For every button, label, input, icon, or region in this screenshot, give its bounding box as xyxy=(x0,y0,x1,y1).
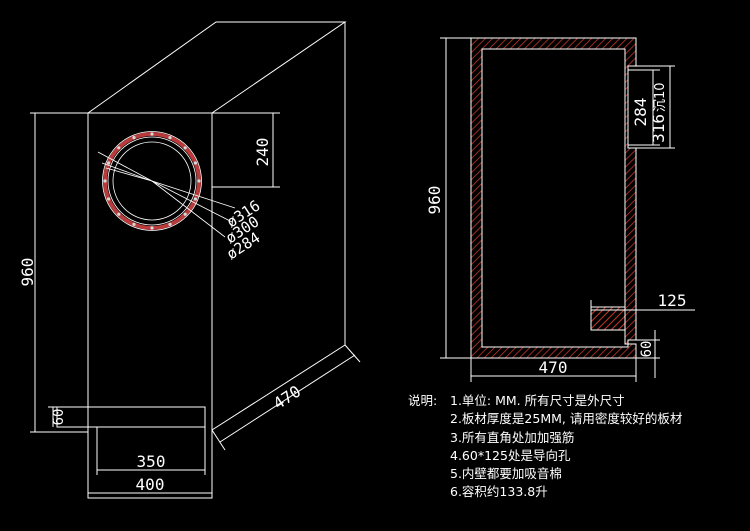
note-item: 3.所有直角处加加强筋 xyxy=(450,429,575,445)
bolt-hole xyxy=(193,197,197,201)
bolt-hole xyxy=(117,146,121,150)
recess-inner-label: 284 xyxy=(631,98,650,127)
port-slot xyxy=(56,406,206,428)
port-shelf xyxy=(590,306,626,331)
dim-470-label: 470 xyxy=(270,382,305,414)
bolt-hole xyxy=(132,136,136,140)
bolt-hole xyxy=(193,161,197,165)
note-item: 6.容积约133.8升 xyxy=(450,484,548,500)
bolt-hole xyxy=(168,222,172,226)
notes-row: 2.板材厚度是25MM, 请用密度较好的板材 xyxy=(408,410,682,428)
cabinet-3d-view xyxy=(30,21,361,499)
dim-350-label: 350 xyxy=(137,452,166,471)
note-item: 4.60*125处是导向孔 xyxy=(450,447,571,463)
bolt-hole xyxy=(107,161,111,165)
notes-row: 4.60*125处是导向孔 xyxy=(408,447,682,465)
dim-port-label: 60 xyxy=(51,409,67,426)
note-item: 5.内壁都要加吸音棉 xyxy=(450,466,562,482)
notes-row: 5.内壁都要加吸音棉 xyxy=(408,465,682,483)
dim-240-label: 240 xyxy=(253,138,272,167)
notes-label: 说明: xyxy=(408,393,438,408)
bolt-holes xyxy=(103,132,201,230)
bolt-hole xyxy=(183,146,187,150)
bolt-hole xyxy=(132,222,136,226)
port-height-label: 60 xyxy=(639,341,655,358)
notes-row: 3.所有直角处加加强筋 xyxy=(408,429,682,447)
bolt-hole xyxy=(183,212,187,216)
notes-row: 6.容积约133.8升 xyxy=(408,483,682,501)
notes-block: 说明: 1.单位: MM. 所有尺寸是外尺寸 2.板材厚度是25MM, 请用密度较… xyxy=(408,392,682,502)
speaker-inner-circle xyxy=(112,141,192,221)
bolt-hole xyxy=(150,226,154,230)
cabinet-front-face xyxy=(87,112,213,499)
port-length-label: 125 xyxy=(658,291,687,310)
bolt-hole xyxy=(103,179,107,183)
bolt-hole xyxy=(107,197,111,201)
bolt-hole xyxy=(168,136,172,140)
bolt-hole xyxy=(117,212,121,216)
note-item: 2.板材厚度是25MM, 请用密度较好的板材 xyxy=(450,411,683,427)
note-item: 1.单位: MM. 所有尺寸是外尺寸 xyxy=(450,393,625,408)
cabinet-top-face xyxy=(87,21,347,114)
notes-row: 说明: 1.单位: MM. 所有尺寸是外尺寸 xyxy=(408,392,682,410)
recess-outer-value: 316 xyxy=(649,114,668,143)
bolt-hole xyxy=(150,132,154,136)
cabinet-section-view xyxy=(440,37,695,382)
recess-depth-value: 沉10 xyxy=(653,82,668,112)
speaker-cutout xyxy=(97,131,236,238)
bolt-hole xyxy=(197,179,201,183)
recess-outer-label: 316 沉10 xyxy=(649,82,668,142)
section-depth-label: 470 xyxy=(539,358,568,377)
section-height-label: 960 xyxy=(425,186,444,215)
dim-height-label: 960 xyxy=(18,258,37,287)
dim-400-label: 400 xyxy=(136,475,165,494)
dim-line-470 xyxy=(219,354,356,443)
